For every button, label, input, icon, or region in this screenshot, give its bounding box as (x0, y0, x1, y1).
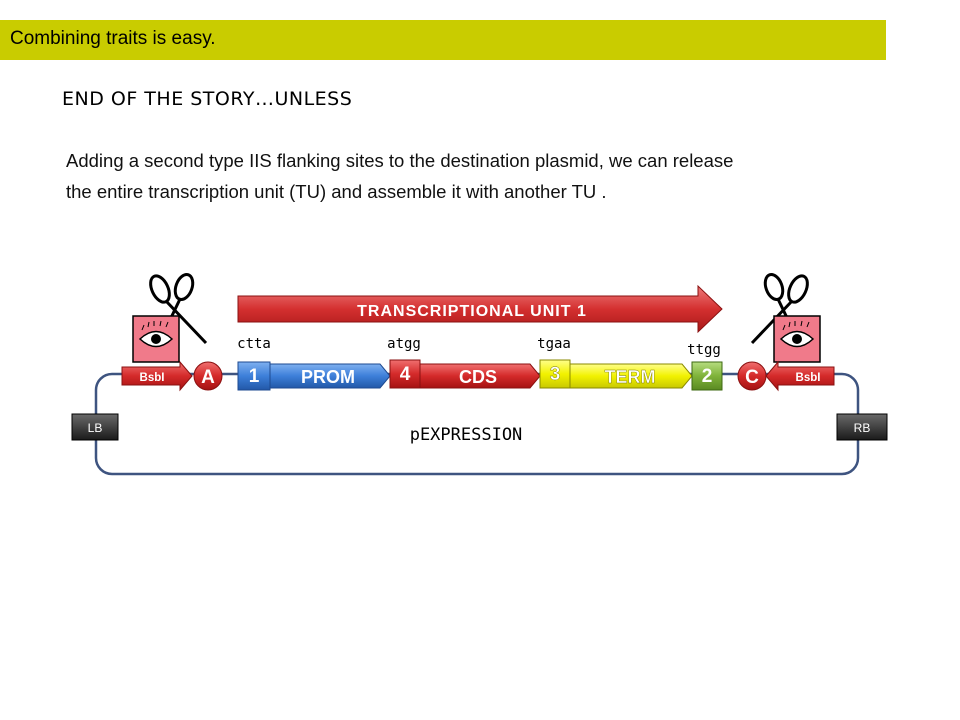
tu-arrow-label: TRANSCRIPTIONAL UNIT 1 (357, 303, 587, 320)
part-prom: PROM (269, 363, 391, 389)
svg-text:4: 4 (400, 364, 411, 385)
svg-text:1: 1 (249, 366, 260, 387)
body-line-1: Adding a second type IIS flanking sites … (66, 150, 734, 171)
svg-text:2: 2 (702, 366, 713, 387)
svg-text:LB: LB (88, 421, 103, 435)
part-cds: CDS (419, 363, 541, 389)
left-border-box: LB (71, 413, 119, 441)
sequence-tgaa: tgaa (537, 336, 571, 352)
banner-title: Combining traits is easy. (10, 28, 216, 49)
svg-text:CDS: CDS (459, 367, 497, 387)
part-term: TERM (569, 363, 693, 389)
body-line-2: the entire transcription unit (TU) and a… (66, 181, 607, 202)
title-banner: Combining traits is easy. (0, 20, 886, 60)
svg-text:TERM: TERM (605, 367, 656, 387)
sequence-ttgg: ttgg (687, 342, 721, 358)
svg-text:RB: RB (854, 421, 871, 435)
bsbi-left-label: BsbI (140, 372, 165, 384)
bsbi-site-right: BsbI (765, 360, 835, 392)
overhang-2: 2 (691, 361, 723, 391)
sequence-atgg: atgg (387, 336, 421, 352)
bsbi-site-left: BsbI (121, 360, 193, 392)
sequence-ctta: ctta (237, 336, 271, 352)
slide-heading: END OF THE STORY…UNLESS (62, 88, 353, 110)
site-a-circle: A (193, 361, 223, 391)
overhang-1: 1 (237, 361, 271, 391)
transcriptional-unit-arrow: TRANSCRIPTIONAL UNIT 1 (237, 284, 723, 334)
right-border-box: RB (836, 413, 888, 441)
bsbi-right-label: BsbI (796, 372, 821, 384)
eye-icon (773, 315, 821, 363)
overhang-4: 4 (389, 359, 421, 389)
svg-text:3: 3 (550, 364, 561, 385)
eye-icon (132, 315, 180, 363)
svg-text:A: A (201, 367, 215, 388)
overhang-3: 3 (539, 359, 571, 389)
svg-text:C: C (745, 367, 759, 388)
svg-text:PROM: PROM (301, 367, 355, 387)
site-c-circle: C (737, 361, 767, 391)
plasmid-name: pEXPRESSION (410, 425, 523, 445)
